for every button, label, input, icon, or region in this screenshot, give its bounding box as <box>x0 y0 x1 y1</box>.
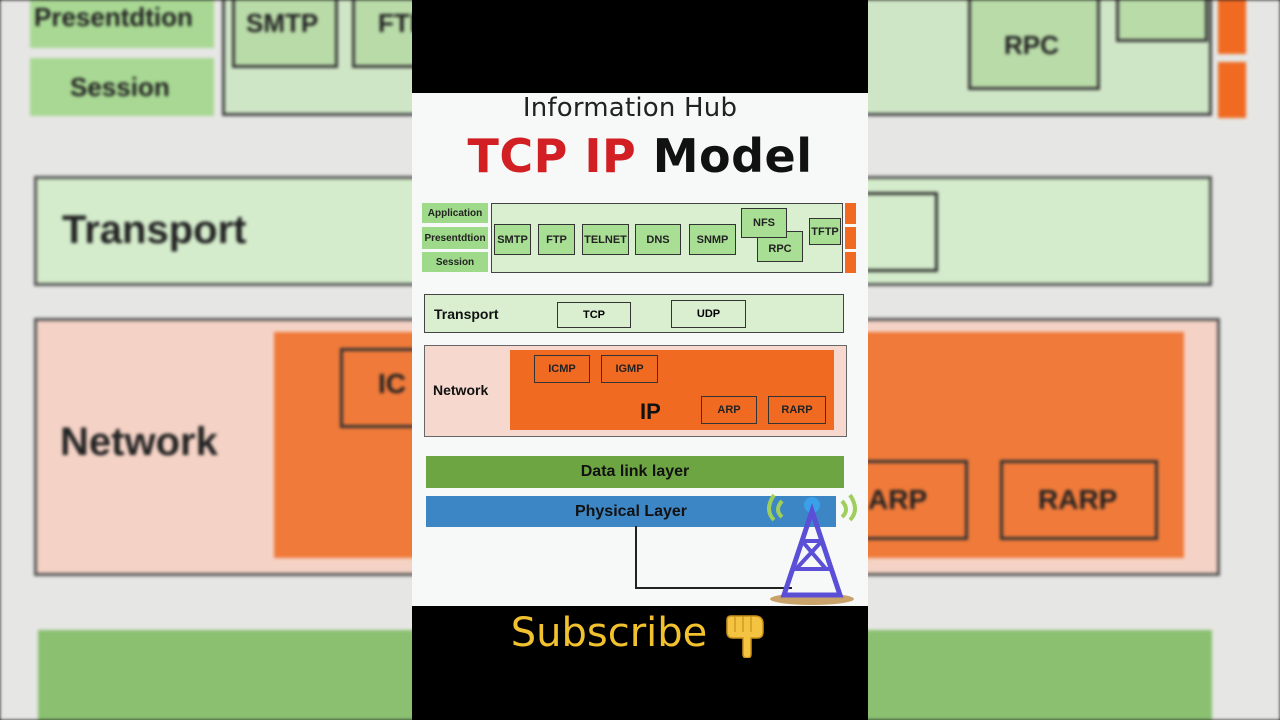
bg-rarp-box <box>1000 460 1158 540</box>
transport-layer <box>424 294 844 333</box>
title-red-part: TCP IP <box>467 129 637 183</box>
bg-icmp-label: IC <box>378 368 406 399</box>
bg-transport-label: Transport <box>62 208 247 252</box>
bg-label-presentation: Presentdtion <box>34 2 193 32</box>
cable-line <box>635 526 792 589</box>
transport-label: Transport <box>434 306 499 322</box>
tcp-box: TCP <box>557 302 631 328</box>
bg-smtp-label: SMTP <box>246 8 319 38</box>
physical-layer: Physical Layer <box>426 496 836 527</box>
dns-box: DNS <box>635 224 681 255</box>
nfs-box: NFS <box>741 208 787 238</box>
pointing-down-hand-icon <box>726 615 765 658</box>
ip-label: IP <box>640 399 661 424</box>
bg-label-session: Session <box>70 72 170 102</box>
telnet-box: TELNET <box>582 224 629 255</box>
udp-box: UDP <box>671 300 746 328</box>
snmp-box: SNMP <box>689 224 736 255</box>
video-panel: Information Hub TCP IP Model Application… <box>412 0 868 720</box>
hub-title: Information Hub <box>522 93 738 123</box>
orange-strip-1 <box>845 203 856 224</box>
title-dark-part: Model <box>652 129 813 183</box>
bg-orange-strip-2 <box>1218 62 1246 118</box>
smtp-box: SMTP <box>494 224 531 255</box>
bg-rarp-label: RARP <box>1038 484 1118 515</box>
datalink-layer: Data link layer <box>426 456 844 488</box>
bg-label-green-1 <box>30 0 214 48</box>
tftp-box: TFTP <box>809 218 841 245</box>
bg-orange-strip-1 <box>1218 0 1246 54</box>
arp-box: ARP <box>701 396 757 424</box>
rarp-box: RARP <box>768 396 826 424</box>
bg-label-green-2 <box>30 58 214 116</box>
bg-smtp-box <box>232 0 338 68</box>
orange-strip-3 <box>845 252 856 273</box>
antenna-tower-icon <box>767 493 857 605</box>
bg-arp-label: ARP <box>868 484 928 515</box>
presentation-label: Presentdtion <box>422 227 488 249</box>
igmp-box: IGMP <box>601 355 658 383</box>
bg-rpc-label: RPC <box>1004 30 1059 60</box>
bg-tftp-box <box>1116 0 1208 42</box>
subscribe-cta[interactable]: Subscribe <box>412 608 868 658</box>
diagram-title: TCP IP Model <box>412 129 868 183</box>
network-label: Network <box>433 382 489 398</box>
icmp-box: ICMP <box>534 355 590 383</box>
bg-network-label: Network <box>60 420 218 464</box>
application-label: Application <box>422 203 488 223</box>
orange-strip-2 <box>845 227 856 249</box>
diagram-slide: Information Hub TCP IP Model Application… <box>412 93 868 606</box>
ftp-box: FTP <box>538 224 575 255</box>
bg-ftp-box <box>352 0 422 68</box>
subscribe-text[interactable]: Subscribe <box>510 610 708 656</box>
session-label: Session <box>422 252 488 272</box>
bg-rpc-box <box>968 0 1100 90</box>
bg-udp-box <box>860 192 938 272</box>
